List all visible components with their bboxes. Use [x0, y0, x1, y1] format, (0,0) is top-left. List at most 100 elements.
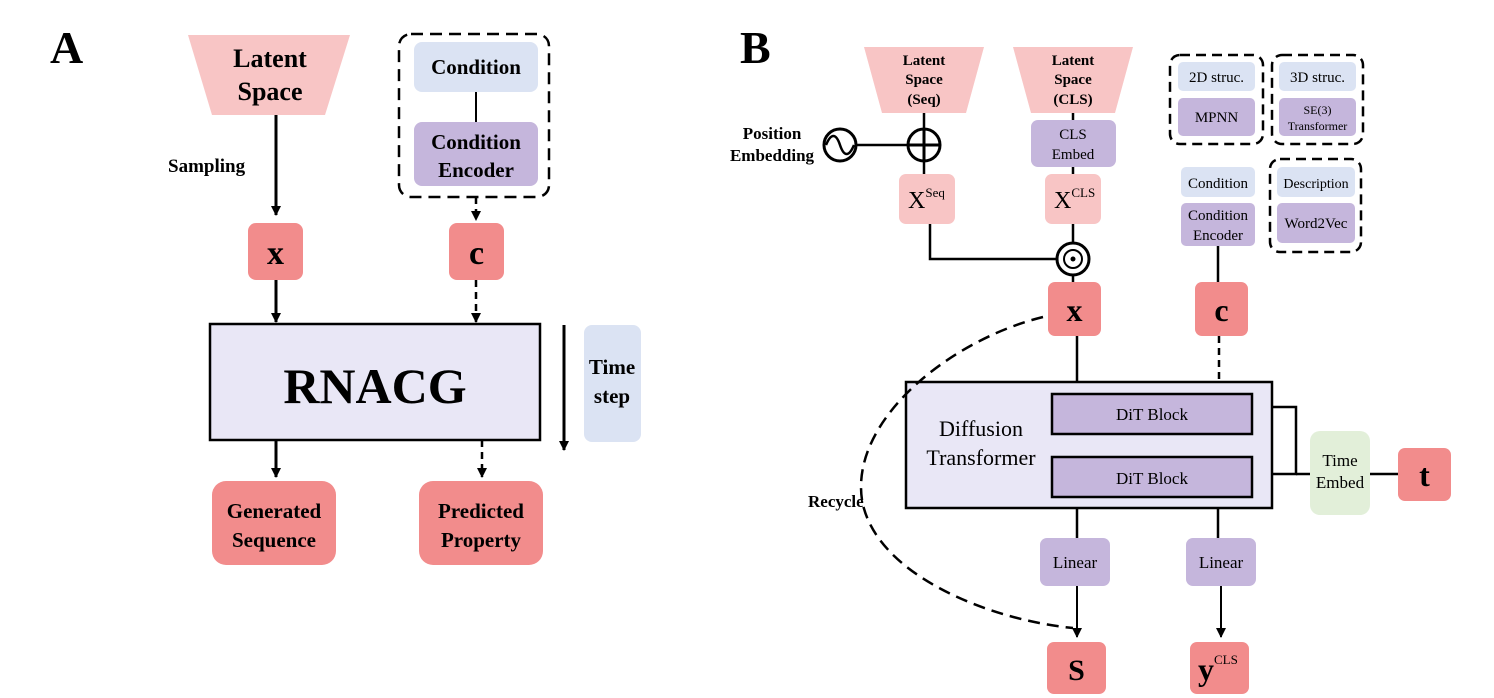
word2vec-label: Word2Vec — [1285, 216, 1348, 232]
condition-encoder-box — [414, 122, 538, 186]
x-seq-box — [899, 174, 955, 224]
se3-label-2: Transformer — [1288, 119, 1348, 133]
latent-space-label-1: Latent — [233, 44, 307, 73]
y-base: y — [1198, 651, 1214, 687]
se3-label-1: SE(3) — [1304, 103, 1332, 117]
struc3d-box — [1279, 62, 1356, 91]
linear-box-2 — [1186, 538, 1256, 586]
timestep-label-2: step — [594, 384, 630, 408]
latent-seq-label-1: Latent — [903, 53, 946, 69]
y-text: yCLS — [1198, 651, 1238, 687]
s-box — [1047, 642, 1106, 694]
linear-label-2: Linear — [1199, 553, 1244, 572]
condition-encoder-box-b — [1181, 203, 1255, 246]
dit-block-1-label: DiT Block — [1116, 405, 1188, 424]
latent-cls-label-2: Space — [1054, 72, 1092, 88]
cls-embed-label-1: CLS — [1059, 127, 1087, 143]
linear-box-1 — [1040, 538, 1110, 586]
concat-operator-dot — [1070, 256, 1076, 262]
generated-label-2: Sequence — [232, 528, 316, 552]
time-embed-label-2: Embed — [1316, 473, 1365, 492]
x-seq-sup: Seq — [925, 185, 945, 200]
condition-encoder-label-b1: Condition — [1188, 208, 1249, 224]
condition-box-b — [1181, 167, 1255, 197]
struc3d-group — [1270, 53, 1365, 146]
predicted-label-2: Property — [441, 528, 522, 552]
rnacg-box — [208, 322, 542, 442]
c-box — [449, 223, 504, 280]
c-box-b — [1195, 282, 1248, 336]
condition-label-b: Condition — [1188, 176, 1249, 192]
x-cls-base: X — [1054, 188, 1071, 214]
cls-embed-label-2: Embed — [1052, 147, 1095, 163]
recycle-label: Recycle — [808, 492, 864, 511]
se3-box — [1279, 98, 1356, 136]
latent-seq-shape — [864, 47, 984, 113]
xseq-to-concat — [928, 224, 1057, 261]
sine-wave-path — [824, 134, 856, 156]
rnacg-label: RNACG — [283, 358, 466, 414]
c-label: c — [469, 235, 484, 272]
struc2d-label: 2D struc. — [1189, 70, 1244, 86]
latent-space-label-2: Space — [238, 77, 303, 106]
condition-encoder-label-2: Encoder — [438, 158, 514, 182]
position-embedding-label-2: Embedding — [730, 146, 815, 165]
generated-label-1: Generated — [227, 499, 322, 523]
predicted-box — [419, 481, 543, 565]
t-box — [1398, 448, 1451, 501]
mpnn-label: MPNN — [1195, 110, 1239, 126]
latent-seq-label-2: Space — [905, 72, 943, 88]
predicted-label-1: Predicted — [438, 499, 524, 523]
latent-cls-label-1: Latent — [1052, 53, 1095, 69]
timestep-box — [584, 325, 641, 442]
dit-block-1 — [1050, 392, 1254, 436]
time-embed-label-1: Time — [1322, 451, 1357, 470]
struc3d-label: 3D struc. — [1290, 70, 1345, 86]
dit-block-2 — [1050, 455, 1254, 499]
struc2d-group — [1168, 53, 1265, 146]
latent-space-shape — [188, 35, 350, 115]
x-seq-base: X — [908, 188, 925, 214]
condition-group — [397, 32, 551, 199]
x-cls-box — [1045, 174, 1101, 224]
t-label: t — [1419, 457, 1430, 493]
panel-a-label: A — [50, 22, 83, 73]
c-label-b: c — [1214, 292, 1228, 328]
timestep-label-1: Time — [589, 355, 635, 379]
x-box — [248, 223, 303, 280]
condition-encoder-label-1: Condition — [431, 130, 521, 154]
time-embed-box — [1310, 431, 1370, 515]
description-label: Description — [1283, 177, 1348, 192]
mpnn-box — [1178, 98, 1255, 136]
y-box — [1190, 642, 1249, 694]
description-box — [1277, 167, 1355, 197]
diffusion-label-1: Diffusion — [939, 416, 1023, 441]
s-label: S — [1068, 654, 1085, 687]
struc2d-box — [1178, 62, 1255, 91]
sampling-label: Sampling — [168, 156, 246, 177]
condition-box — [414, 42, 538, 92]
position-embedding-label-1: Position — [743, 124, 802, 143]
latent-cls-label-3: (CLS) — [1053, 92, 1092, 108]
time-bracket — [1272, 405, 1298, 476]
panel-b-label: B — [740, 22, 771, 73]
diffusion-label-2: Transformer — [926, 445, 1036, 470]
description-group — [1268, 157, 1363, 254]
concat-operator-ring — [1063, 249, 1083, 269]
dit-block-2-label: DiT Block — [1116, 469, 1188, 488]
x-cls-sup: CLS — [1071, 185, 1095, 200]
generated-box — [212, 481, 336, 565]
x-box-b — [1048, 282, 1101, 336]
recycle-path — [859, 315, 1074, 630]
x-seq-text: XSeq — [908, 185, 945, 214]
condition-encoder-label-b2: Encoder — [1193, 228, 1243, 244]
condition-label: Condition — [431, 55, 521, 79]
linear-label-1: Linear — [1053, 553, 1098, 572]
latent-cls-shape — [1013, 47, 1133, 113]
y-sup: CLS — [1214, 652, 1238, 667]
x-label-b: x — [1067, 292, 1083, 328]
x-cls-text: XCLS — [1054, 185, 1095, 214]
cls-embed-box — [1031, 120, 1116, 167]
latent-seq-label-3: (Seq) — [907, 92, 940, 108]
